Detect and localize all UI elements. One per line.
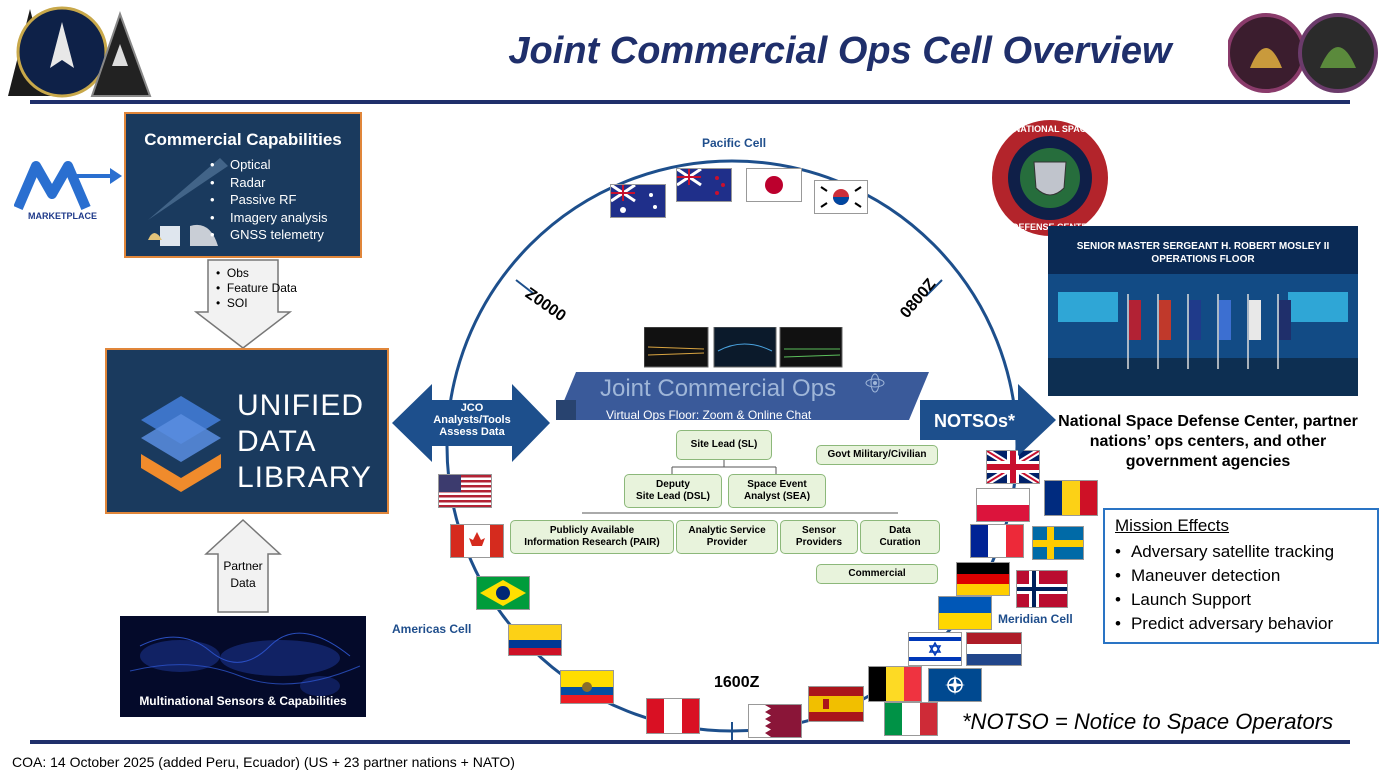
meridian-cell-label: Meridian Cell [998, 612, 1073, 626]
americas-cell-label: Americas Cell [392, 622, 472, 636]
org-chart-connectors [582, 459, 898, 514]
footer-rule [30, 740, 1350, 744]
ops-floor-photo: SENIOR MASTER SERGEANT H. ROBERT MOSLEY … [1048, 226, 1358, 396]
partner-data-label: Partner Data [223, 559, 263, 590]
flag-sweden-icon [1032, 526, 1084, 560]
flag-poland-icon [976, 488, 1030, 522]
capability-item: Radar [230, 174, 328, 192]
obs-item: • Obs [216, 266, 249, 280]
nsdc-seal-icon [992, 120, 1108, 236]
obs-down-arrow [194, 259, 292, 349]
mission-item: Predict adversary behavior [1115, 612, 1334, 636]
page-title: Joint Commercial Ops Cell Overview [508, 30, 1172, 72]
flag-ukraine-icon [938, 596, 992, 630]
flag-spain-icon [808, 686, 864, 722]
org-govt-legend: Govt Military/Civilian [816, 445, 938, 465]
flag-new-zealand-icon [676, 168, 732, 202]
notsos-arrow [920, 384, 1056, 456]
flag-south-korea-icon [814, 180, 868, 214]
org-data-curation: Data Curation [860, 520, 940, 554]
obs-item: • SOI [216, 296, 248, 310]
flag-australia-icon [610, 184, 666, 218]
org-site-lead: Site Lead (SL) [676, 430, 772, 460]
udl-wordmark: UNIFIED DATA LIBRARY [237, 388, 372, 496]
satellite-icon [148, 158, 228, 246]
notso-definition: *NOTSO = Notice to Space Operators [962, 709, 1334, 734]
pacific-cell-label: Pacific Cell [702, 136, 767, 150]
jco-subtitle: Virtual Ops Floor: Zoom & Online Chat [606, 408, 812, 422]
udl-line: DATA [237, 425, 317, 458]
flag-norway-icon [1016, 570, 1068, 608]
marketplace-logo [14, 161, 122, 210]
nsdc-seal-top: NATIONAL SPACE [1013, 124, 1093, 134]
flag-peru-icon [646, 698, 700, 734]
org-analytic-service-provider: Analytic Service Provider [676, 520, 778, 554]
sensors-map-panel: Multinational Sensors & Capabilities [120, 616, 366, 717]
jco-arrow-label: JCO Analysts/Tools Assess Data [433, 402, 511, 438]
notsos-arrow-label: NOTSOs* [934, 411, 1016, 431]
right-logos [1228, 13, 1378, 93]
flag-italy-icon [884, 702, 938, 736]
ops-screens-icon [644, 327, 843, 368]
flag-japan-icon [746, 168, 802, 202]
flag-france-icon [970, 524, 1024, 558]
capability-item: Imagery analysis [230, 209, 328, 227]
jco-banner-shape [556, 372, 929, 420]
sensors-label: Multinational Sensors & Capabilities [139, 694, 347, 708]
udl-line: LIBRARY [237, 461, 372, 494]
capability-item: Passive RF [230, 191, 328, 209]
jco-double-arrow [392, 384, 550, 462]
org-space-event-analyst: Space Event Analyst (SEA) [728, 474, 826, 508]
mission-item: Maneuver detection [1115, 564, 1334, 588]
jco-title: Joint Commercial Ops [600, 375, 837, 402]
mission-item: Adversary satellite tracking [1115, 540, 1334, 564]
ops-floor-banner: SENIOR MASTER SERGEANT H. ROBERT MOSLEY … [1076, 241, 1330, 265]
obs-list: • Obs • Feature Data • SOI [216, 266, 297, 311]
flag-romania-icon [1044, 480, 1098, 516]
obs-item: • Feature Data [216, 281, 297, 295]
org-deputy-site-lead: Deputy Site Lead (DSL) [624, 474, 722, 508]
mission-item: Launch Support [1115, 588, 1334, 612]
marketplace-label: MARKETPLACE [28, 211, 97, 221]
flag-ecuador-icon [560, 670, 614, 704]
world-network-icon [129, 632, 361, 696]
org-pair: Publicly Available Information Research … [510, 520, 674, 554]
flag-belgium-icon [868, 666, 922, 702]
nsdc-caption: National Space Defense Center, partner n… [1058, 413, 1358, 470]
mission-effects-list: Adversary satellite tracking Maneuver de… [1115, 540, 1334, 636]
flag-qatar-icon [748, 704, 802, 738]
capability-item: GNSS telemetry [230, 226, 328, 244]
commercial-capabilities-panel: Commercial Capabilities Optical Radar Pa… [124, 112, 362, 258]
header-rule [30, 100, 1350, 104]
commercial-capabilities-list: Optical Radar Passive RF Imagery analysi… [230, 156, 328, 244]
left-logos [8, 6, 152, 98]
flag-germany-icon [956, 562, 1010, 596]
commercial-capabilities-title: Commercial Capabilities [144, 130, 342, 149]
udl-logo-icon [141, 396, 221, 492]
flag-canada-icon [450, 524, 504, 558]
flag-nato-icon [928, 668, 982, 702]
flag-uk-icon [986, 450, 1040, 484]
flag-colombia-icon [508, 624, 562, 656]
capability-item: Optical [230, 156, 328, 174]
ops-floor-scene-icon [1048, 274, 1358, 396]
time-1600z-label: 1600Z [714, 674, 760, 691]
flag-brazil-icon [476, 576, 530, 610]
mission-effects-panel: Mission Effects Adversary satellite trac… [1103, 508, 1379, 644]
flag-usa-icon [438, 474, 492, 508]
partner-data-up-arrow [204, 518, 282, 613]
flag-netherlands-icon [966, 632, 1022, 666]
unified-data-library-panel: UNIFIED DATA LIBRARY [105, 348, 389, 514]
udl-line: UNIFIED [237, 389, 364, 422]
org-sensor-providers: Sensor Providers [780, 520, 858, 554]
flag-israel-icon [908, 632, 962, 666]
footer-note: COA: 14 October 2025 (added Peru, Ecuado… [12, 754, 515, 770]
catalyst-atom-icon [865, 373, 885, 393]
org-commercial-legend: Commercial [816, 564, 938, 584]
mission-effects-title: Mission Effects [1115, 516, 1230, 535]
